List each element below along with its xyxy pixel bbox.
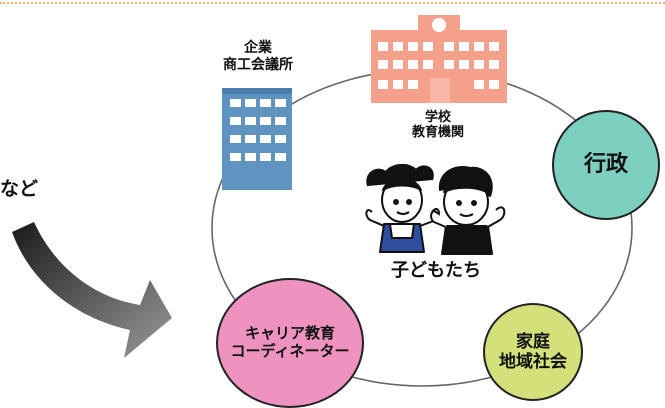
career-coordinator-node: キャリア教育 コーディネーター	[216, 278, 364, 408]
company-label: 企業 商工会議所	[223, 40, 293, 73]
left-partial-label: など	[0, 178, 39, 200]
family-community-label: 家庭 地域社会	[499, 331, 567, 372]
career-coordinator-label: キャリア教育 コーディネーター	[230, 324, 350, 360]
curved-arrow-icon	[12, 222, 172, 358]
children-illustration	[365, 164, 506, 255]
children-label: 子どもたち	[391, 260, 481, 281]
government-node: 行政	[552, 110, 660, 220]
government-label: 行政	[583, 152, 628, 178]
family-community-node: 家庭 地域社会	[483, 303, 583, 401]
top-dotted-border	[0, 2, 665, 4]
school-building-icon	[371, 15, 507, 103]
school-label: 学校 教育機関	[411, 110, 464, 141]
company-building-icon	[222, 88, 292, 190]
